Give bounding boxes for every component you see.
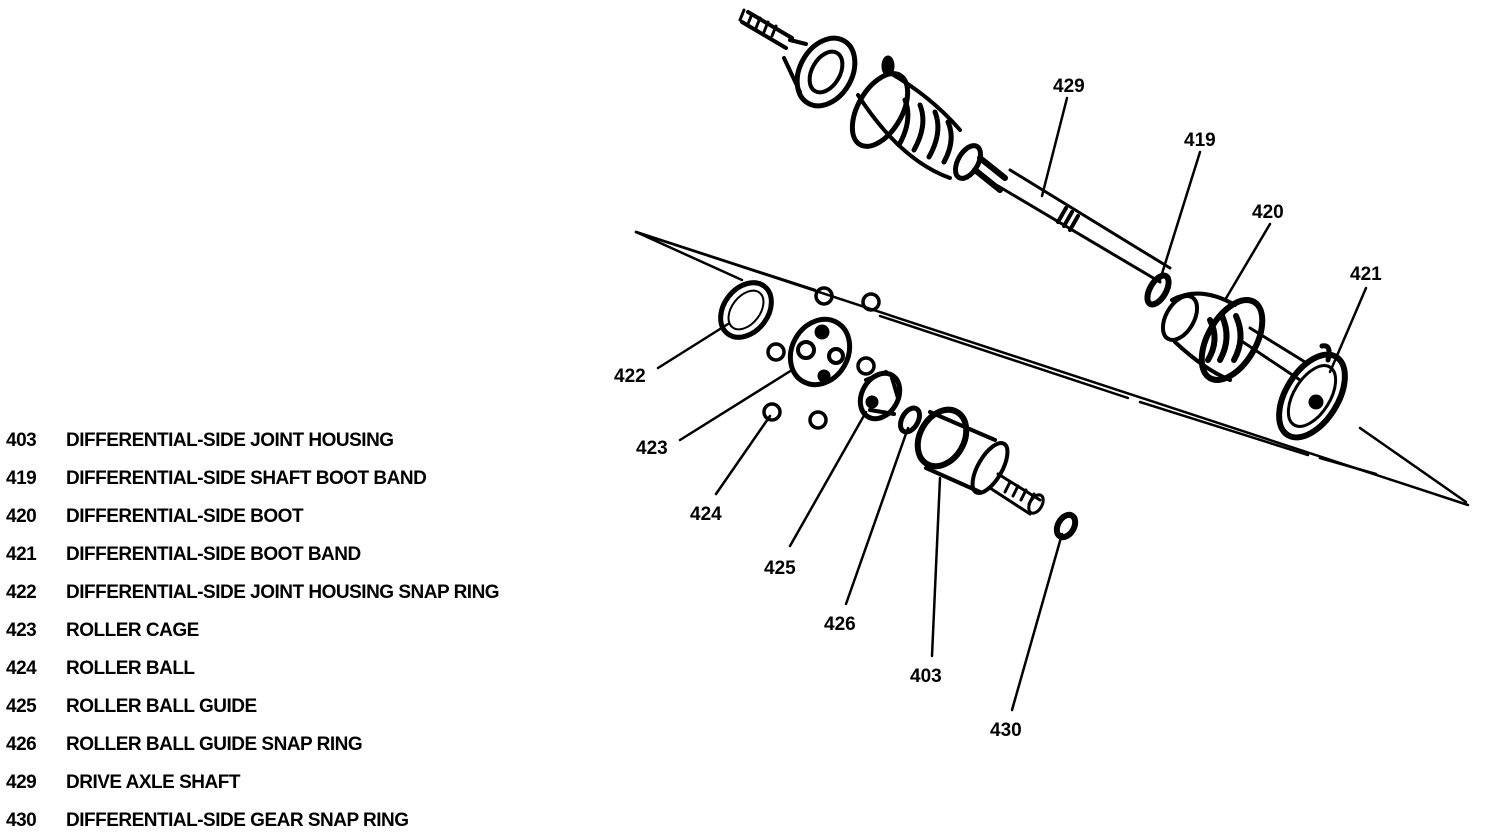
legend-description: DIFFERENTIAL-SIDE JOINT HOUSING SNAP RIN… [66,582,500,603]
legend-number: 430 [6,810,37,831]
legend-number: 421 [6,544,37,565]
legend-row: 425 ROLLER BALL GUIDE [6,688,646,726]
legend-row: 424 ROLLER BALL [6,650,646,688]
callout-419: 419 [1184,130,1216,151]
callout-429: 429 [1053,76,1085,97]
legend-row: 419 DIFFERENTIAL-SIDE SHAFT BOOT BAND [6,460,646,498]
gear-snap-ring-430 [1053,511,1079,541]
legend-number: 429 [6,772,37,793]
parts-legend: 403 DIFFERENTIAL-SIDE JOINT HOUSING 419 … [6,422,646,840]
legend-row: 403 DIFFERENTIAL-SIDE JOINT HOUSING [6,422,646,460]
legend-number: 425 [6,696,37,717]
callout-425: 425 [764,558,796,579]
drive-axle-shaft [738,8,1307,382]
legend-description: ROLLER CAGE [66,620,199,641]
callout-426: 426 [824,614,856,635]
leader-lines [656,96,1368,712]
roller-balls-424 [762,286,881,430]
callout-421: 421 [1350,264,1382,285]
callout-420: 420 [1252,202,1284,223]
legend-description: DIFFERENTIAL-SIDE GEAR SNAP RING [66,810,409,831]
legend-description: DIFFERENTIAL-SIDE BOOT [66,506,304,527]
roller-cage-423 [787,316,853,388]
legend-number: 420 [6,506,37,527]
legend-number: 422 [6,582,37,603]
legend-description: ROLLER BALL GUIDE [66,696,257,717]
legend-description: DIFFERENTIAL-SIDE BOOT BAND [66,544,361,565]
differential-side-boot-420 [1160,291,1266,383]
guide-snap-ring-426 [898,405,922,435]
callout-430: 430 [990,720,1022,741]
legend-row: 426 ROLLER BALL GUIDE SNAP RING [6,726,646,764]
legend-description: ROLLER BALL GUIDE SNAP RING [66,734,363,755]
legend-number: 426 [6,734,37,755]
legend-row: 430 DIFFERENTIAL-SIDE GEAR SNAP RING [6,802,646,840]
legend-number: 423 [6,620,37,641]
legend-number: 403 [6,430,37,451]
legend-description: ROLLER BALL [66,658,195,679]
callout-424: 424 [690,504,722,525]
legend-row: 421 DIFFERENTIAL-SIDE BOOT BAND [6,536,646,574]
boot-band-421 [1276,343,1348,441]
legend-description: DIFFERENTIAL-SIDE SHAFT BOOT BAND [66,468,427,489]
callout-422: 422 [614,366,646,387]
legend-row: 420 DIFFERENTIAL-SIDE BOOT [6,498,646,536]
callout-423: 423 [636,438,668,459]
legend-row: 422 DIFFERENTIAL-SIDE JOINT HOUSING SNAP… [6,574,646,612]
joint-housing-403 [914,406,1045,516]
joint-housing-snap-ring-422 [718,280,774,340]
assembly-centerline [634,230,1470,507]
legend-description: DIFFERENTIAL-SIDE JOINT HOUSING [66,430,394,451]
callout-403: 403 [910,666,942,687]
legend-number: 424 [6,658,37,679]
legend-row: 429 DRIVE AXLE SHAFT [6,764,646,802]
shaft-boot-band-419 [1144,272,1172,308]
roller-ball-guide-425 [857,370,903,422]
legend-description: DRIVE AXLE SHAFT [66,772,240,793]
legend-row: 423 ROLLER CAGE [6,612,646,650]
legend-number: 419 [6,468,37,489]
